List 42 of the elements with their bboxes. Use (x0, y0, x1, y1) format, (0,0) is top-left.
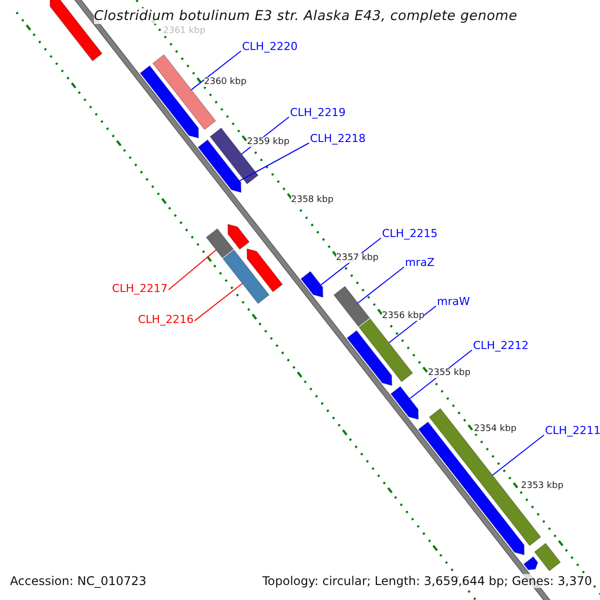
gene-block (346, 330, 392, 386)
gene-block (358, 318, 414, 382)
scale-label: 2356 kbp (382, 311, 424, 321)
title: Clostridium botulinum E3 str. Alaska E43, complete genome (94, 8, 518, 24)
gene-label: CLH_2215 (382, 227, 438, 240)
gene-block (390, 386, 419, 420)
gene-label: CLH_2211 (545, 424, 600, 437)
scale-label: 2355 kbp (428, 368, 470, 378)
gene-block (198, 139, 242, 193)
gene-block (246, 248, 284, 292)
leader-line (357, 266, 404, 304)
gene-label: CLH_2220 (242, 40, 298, 53)
gene-label: CLH_2219 (290, 106, 346, 119)
gene-label: mraW (437, 295, 470, 308)
gene-block (140, 65, 199, 139)
scale-label: 2360 kbp (204, 77, 246, 87)
gene-block (222, 249, 270, 304)
genome-info-text: Topology: circular; Length: 3,659,644 bp; Genes: 3,370 (262, 574, 592, 588)
leader-line (492, 434, 544, 476)
leader-line (239, 142, 310, 182)
gene-block (227, 224, 250, 250)
scale-label: 2359 kbp (247, 137, 290, 147)
scale-label: 2353 kbp (521, 481, 564, 491)
scale-label: 2358 kbp (291, 195, 334, 205)
gene-label: mraZ (405, 256, 435, 269)
leader-line (388, 306, 436, 344)
gene-block (534, 542, 561, 572)
leader-line (190, 50, 242, 90)
gene-block (428, 408, 542, 546)
scale-label: 2357 kbp (336, 253, 378, 263)
gene-block (333, 286, 370, 328)
leader-line (194, 282, 243, 322)
accession-text: Accession: NC_010723 (10, 574, 146, 588)
gene-label: CLH_2217 (112, 282, 168, 295)
gene-label: CLH_2212 (473, 339, 529, 352)
gene-block (523, 556, 538, 570)
gene-label: CLH_2218 (310, 132, 366, 145)
gene-block (300, 270, 324, 298)
scale-label: 2354 kbp (474, 424, 516, 434)
gene-label: CLH_2216 (138, 313, 194, 326)
scale-label: 2361 kbp (163, 26, 206, 36)
gene-block (206, 228, 234, 258)
